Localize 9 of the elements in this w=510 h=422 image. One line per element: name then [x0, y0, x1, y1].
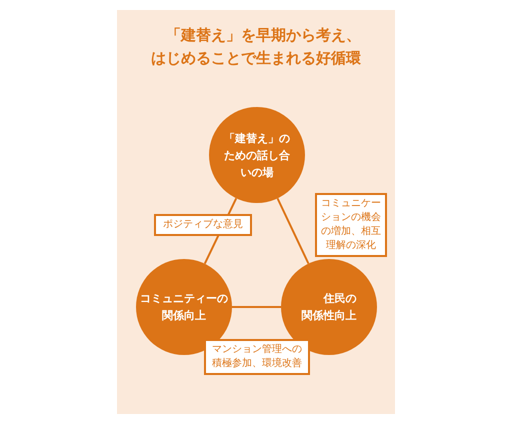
- title: 「建替え」を早期から考え、はじめることで生まれる好循環: [151, 25, 361, 69]
- node-text: 住民の関係性向上: [300, 291, 358, 324]
- node-text: コミュニティーの関係向上: [139, 291, 229, 324]
- edge-label: コミュニケーションの機会の増加、相互理解の深化: [315, 193, 387, 257]
- connector-line: [232, 306, 281, 308]
- edge-label: ポジティブな意見: [154, 214, 252, 236]
- node-text: 「建替え」のための話し合いの場: [222, 130, 291, 180]
- connector-line: [276, 198, 310, 264]
- edge-label: マンション管理への積極参加、環境改善: [204, 339, 310, 375]
